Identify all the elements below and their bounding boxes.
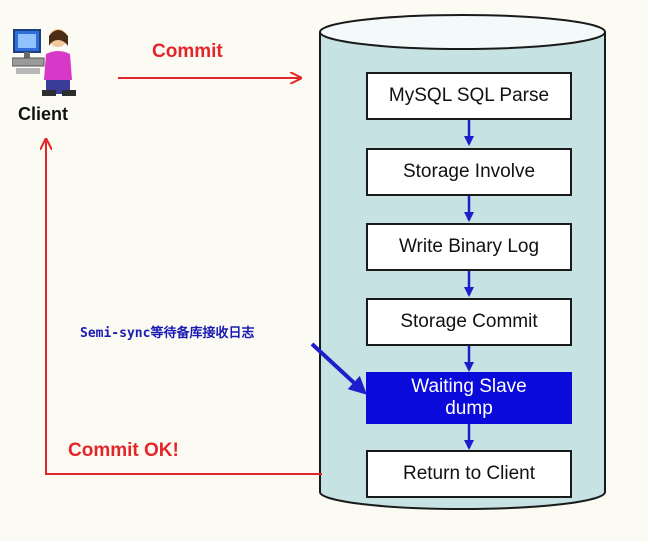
step-mysql-sql-parse: MySQL SQL Parse [366, 72, 572, 120]
client-computer-user-icon [12, 29, 76, 96]
commit-label: Commit [152, 41, 223, 62]
step-waiting-slave-dump: Waiting Slave dump [366, 372, 572, 424]
step-label: Return to Client [402, 463, 535, 484]
client-label: Client [18, 104, 69, 124]
step-storage-involve: Storage Involve [366, 148, 572, 196]
semi-sync-note: Semi-sync等待备库接收日志 [80, 326, 255, 341]
step-label: Write Binary Log [398, 236, 540, 257]
step-label: Storage Commit [400, 311, 538, 332]
step-label: Storage Involve [402, 161, 536, 182]
commit-ok-label: Commit OK! [68, 440, 179, 461]
step-label: Waiting Slave dump [411, 376, 527, 419]
step-storage-commit: Storage Commit [366, 298, 572, 346]
step-return-to-client: Return to Client [366, 450, 572, 498]
step-label: MySQL SQL Parse [388, 85, 550, 106]
commit-ok-arrow [46, 140, 322, 475]
semi-sync-pointer-arrow [310, 342, 367, 395]
step-write-binary-log: Write Binary Log [366, 223, 572, 271]
